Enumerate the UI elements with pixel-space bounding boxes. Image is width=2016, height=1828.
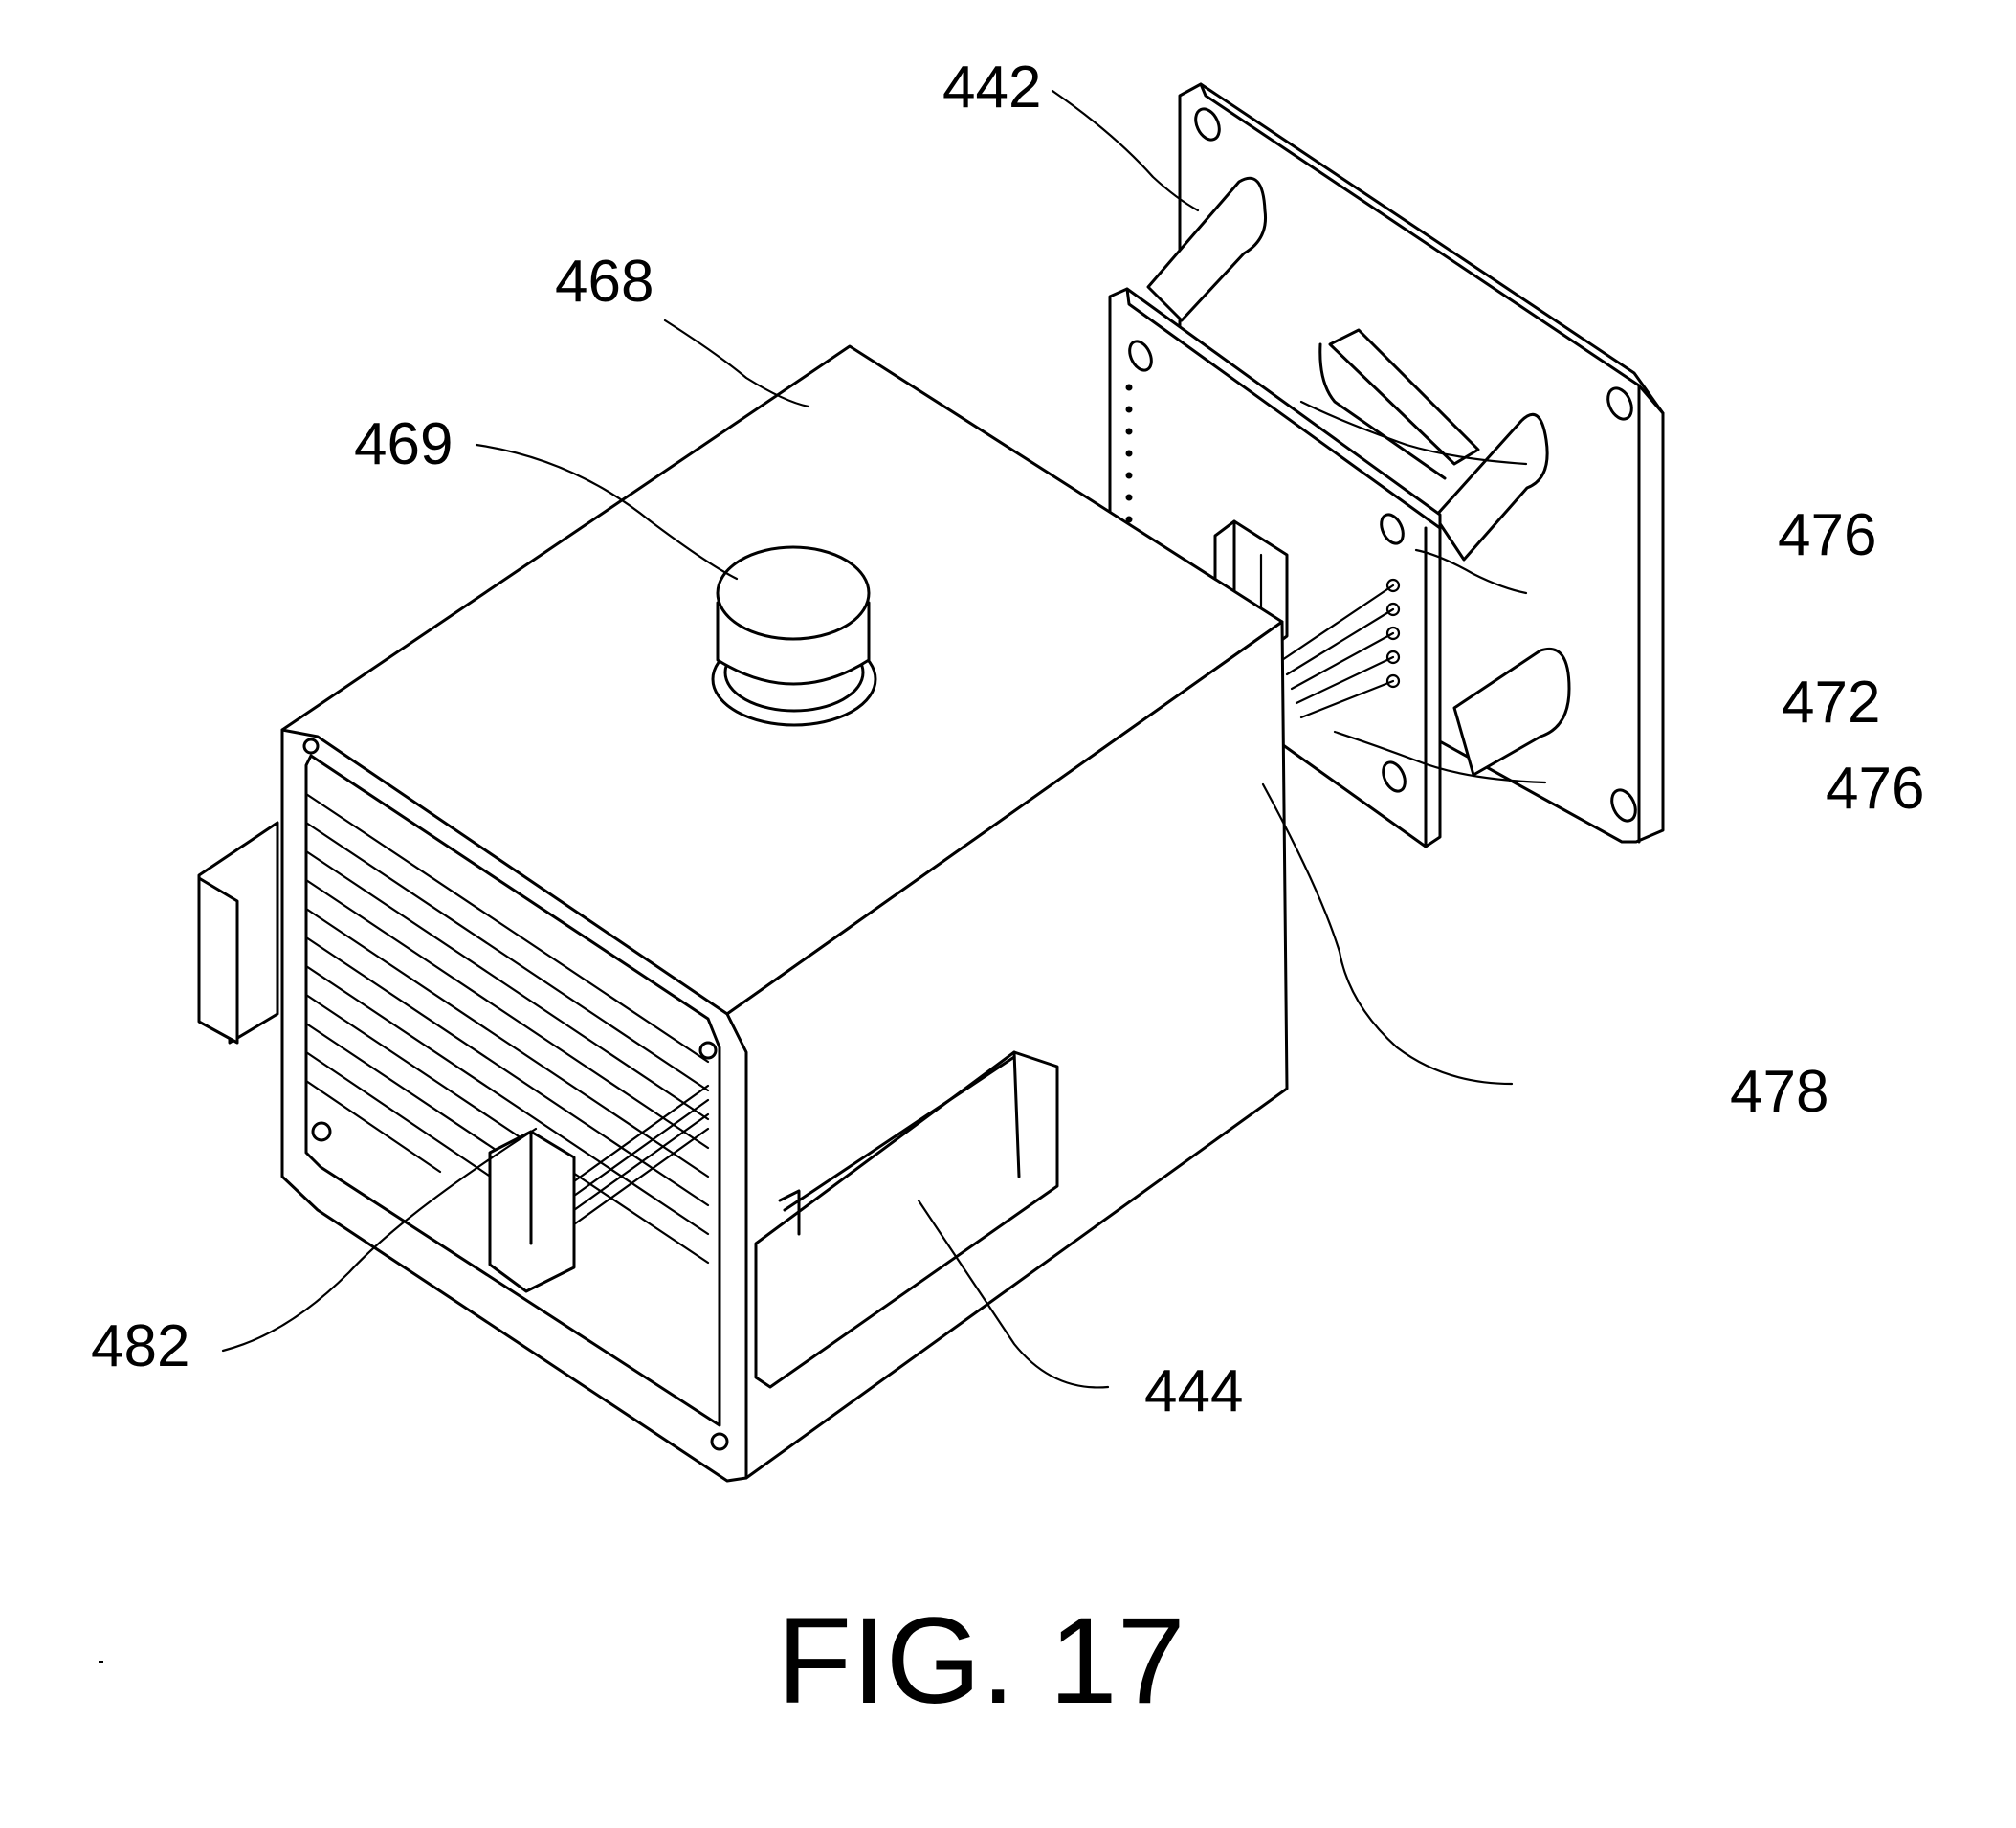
connector-482 — [488, 1084, 710, 1293]
standoff-upper-476 — [1146, 176, 1549, 562]
solder-pads — [1385, 578, 1401, 689]
figure-caption: FIG. 17 — [777, 1593, 1185, 1729]
label-444: 444 — [1144, 1358, 1243, 1424]
label-478: 478 — [1730, 1059, 1828, 1125]
standoff-lower-476 — [1452, 648, 1571, 777]
label-442: 442 — [942, 55, 1041, 121]
pin-row — [1125, 384, 1133, 523]
label-476-upper: 476 — [1778, 502, 1876, 568]
leader-lines — [221, 89, 1547, 1389]
knob-469 — [711, 545, 877, 727]
scan-speck — [99, 1661, 103, 1663]
left-latch — [197, 821, 279, 1045]
label-469: 469 — [354, 411, 453, 477]
ribbon-wires — [1280, 584, 1395, 719]
side-connector-444 — [754, 1050, 1059, 1389]
label-468: 468 — [555, 249, 654, 315]
label-482: 482 — [91, 1313, 189, 1379]
label-472: 472 — [1782, 670, 1880, 736]
label-476-lower: 476 — [1826, 756, 1924, 822]
rear-bracket — [1318, 328, 1480, 480]
